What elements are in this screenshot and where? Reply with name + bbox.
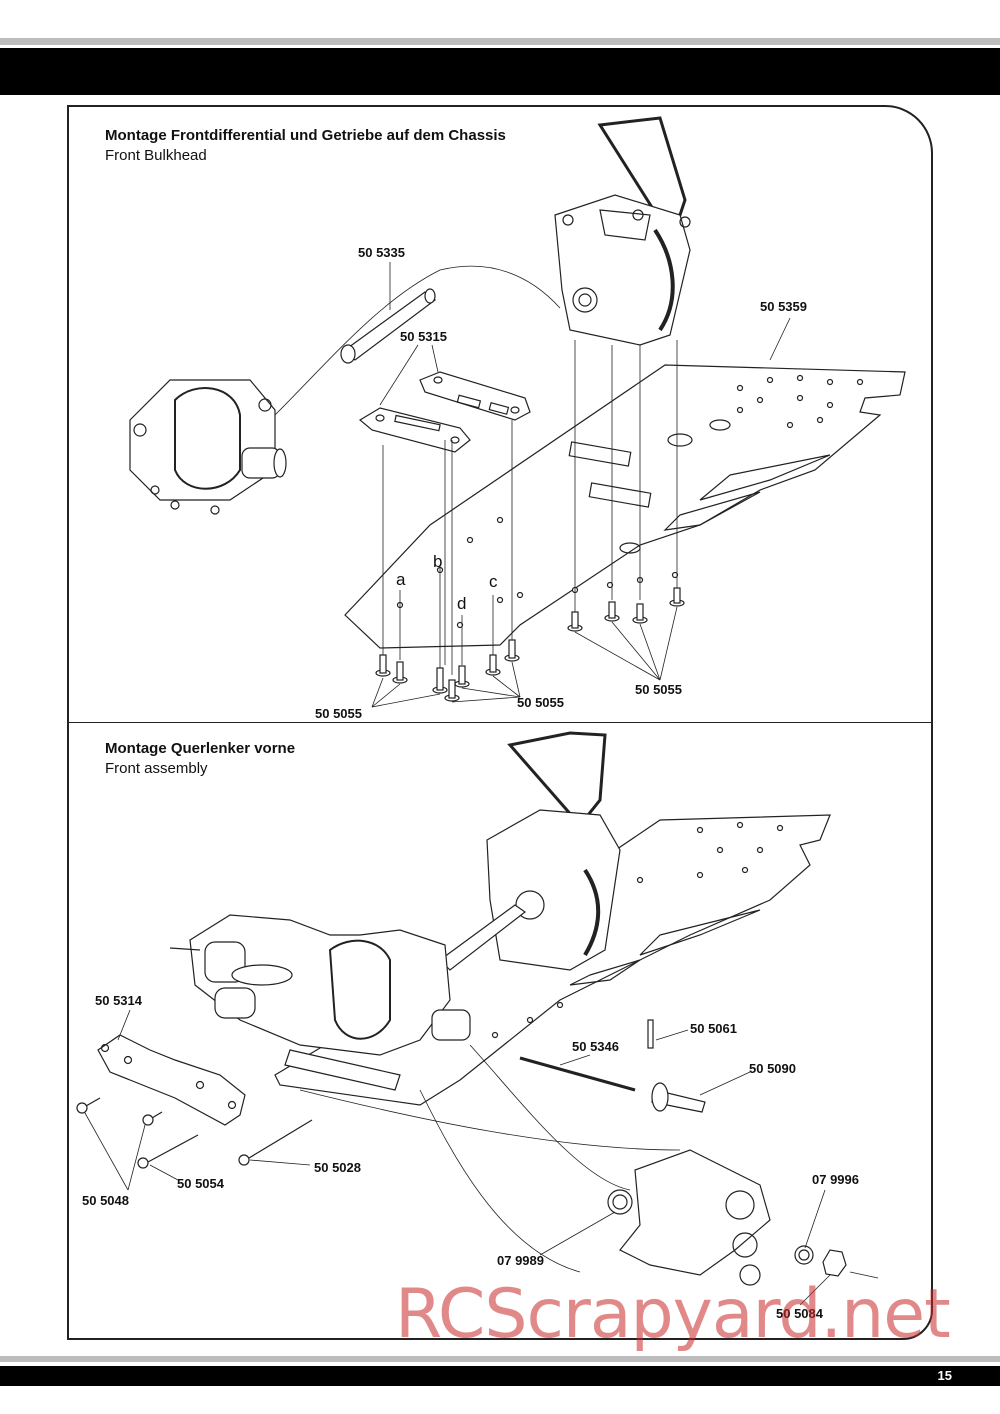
part-label-079989: 07 9989 [497,1253,544,1268]
arm-mount-rear [419,371,531,421]
steering-plate [97,1034,246,1126]
part-label-505055-right: 50 5055 [635,682,682,697]
part-label-505055-left: 50 5055 [315,706,362,721]
header-stripe [0,38,1000,45]
position-letter-d: d [457,594,467,613]
drive-shaft-parts [519,1019,706,1113]
part-label-079996: 07 9996 [812,1172,859,1187]
front-bulkhead-upper [554,116,691,346]
part-label-505314: 50 5314 [95,993,142,1008]
footer-bar [0,1366,1000,1386]
part-label-505084: 50 5084 [776,1306,823,1321]
part-label-505359: 50 5359 [760,299,807,314]
header-bar [0,48,1000,95]
part-label-505335: 50 5335 [358,245,405,260]
part-label-505315: 50 5315 [400,329,447,344]
section-2-subtitle: Front assembly [105,760,208,777]
arm-mount-front [358,407,471,453]
part-label-505055-middle: 50 5055 [517,695,564,710]
section-1-subtitle: Front Bulkhead [105,147,207,164]
front-suspension-assembly [169,914,471,1091]
front-differential [129,379,287,515]
section-divider [67,722,933,723]
chassis-plate-top [344,364,906,649]
footer-stripe [0,1356,1000,1362]
part-label-505090: 50 5090 [749,1061,796,1076]
front-bulkhead-assembled [439,731,621,971]
position-letter-a: a [396,570,406,589]
part-label-505054: 50 5054 [177,1176,224,1191]
knuckle-parts [607,1149,879,1286]
section-2-title: Montage Querlenker vorne [105,740,296,757]
watermark: RCScrapyard.net [395,1275,951,1354]
front-driveshaft [340,288,436,364]
section-1-title: Montage Frontdifferential und Getriebe a… [105,127,506,144]
part-label-505028: 50 5028 [314,1160,361,1175]
part-label-505048: 50 5048 [82,1193,129,1208]
position-letter-c: c [489,572,498,591]
page-number: 15 [937,1368,952,1383]
position-letter-b: b [433,552,443,571]
part-label-505346: 50 5346 [572,1039,619,1054]
part-label-505061: 50 5061 [690,1021,737,1036]
